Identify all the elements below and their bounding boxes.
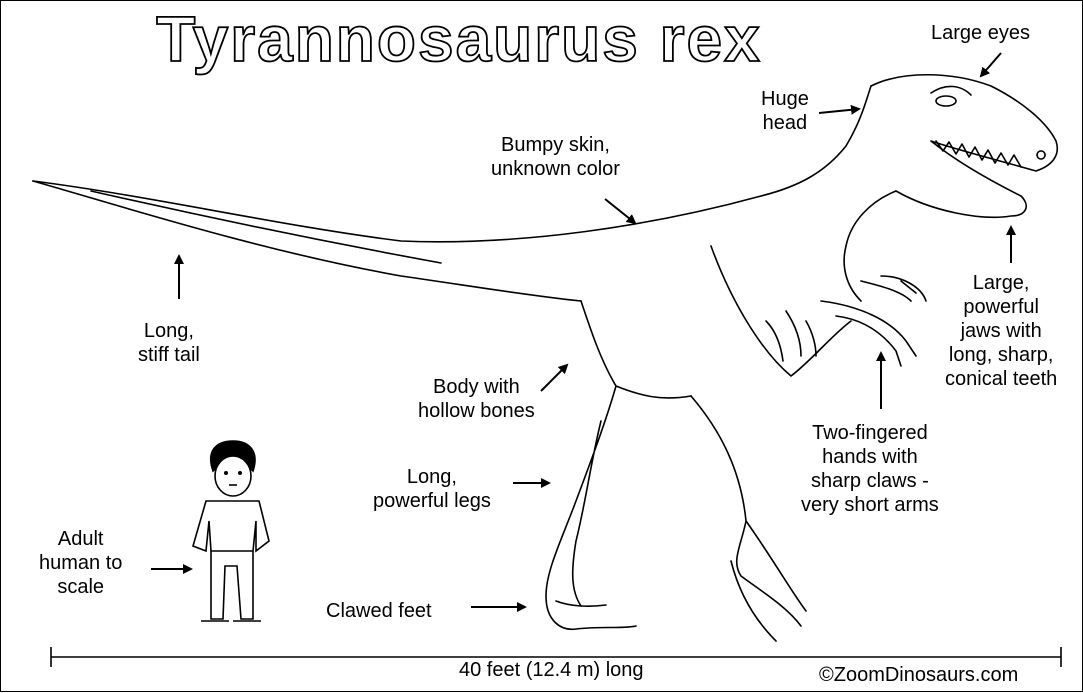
arrow-large-eyes	[981, 53, 1001, 76]
trex-head-outline	[871, 75, 1057, 218]
label-bumpy-skin: Bumpy skin,unknown color	[491, 133, 620, 181]
arrow-body	[541, 365, 567, 391]
arrow-huge-head	[819, 109, 859, 113]
trex-back-outline	[33, 86, 871, 242]
arrow-bumpy-skin	[605, 199, 635, 223]
trex-arm-lower	[821, 301, 916, 366]
label-legs: Long,powerful legs	[373, 465, 491, 513]
scale-caption: 40 feet (12.4 m) long	[459, 658, 644, 682]
trex-leg-rear	[546, 386, 636, 629]
trex-belly	[711, 246, 851, 376]
trex-leg-front	[691, 396, 806, 641]
page-title: Tyrannosaurus rex	[156, 3, 761, 75]
label-large-eyes: Large eyes	[931, 21, 1030, 45]
label-feet: Clawed feet	[326, 599, 432, 623]
trex-arm-upper	[861, 276, 926, 301]
human-figure	[193, 441, 269, 621]
human-face	[215, 456, 251, 496]
human-torso	[193, 501, 269, 551]
trex-eye	[936, 96, 956, 106]
human-legs	[211, 551, 253, 619]
label-tail: Long,stiff tail	[138, 319, 200, 367]
copyright: ©ZoomDinosaurs.com	[819, 663, 1018, 687]
trex-tail-underside	[33, 181, 581, 301]
